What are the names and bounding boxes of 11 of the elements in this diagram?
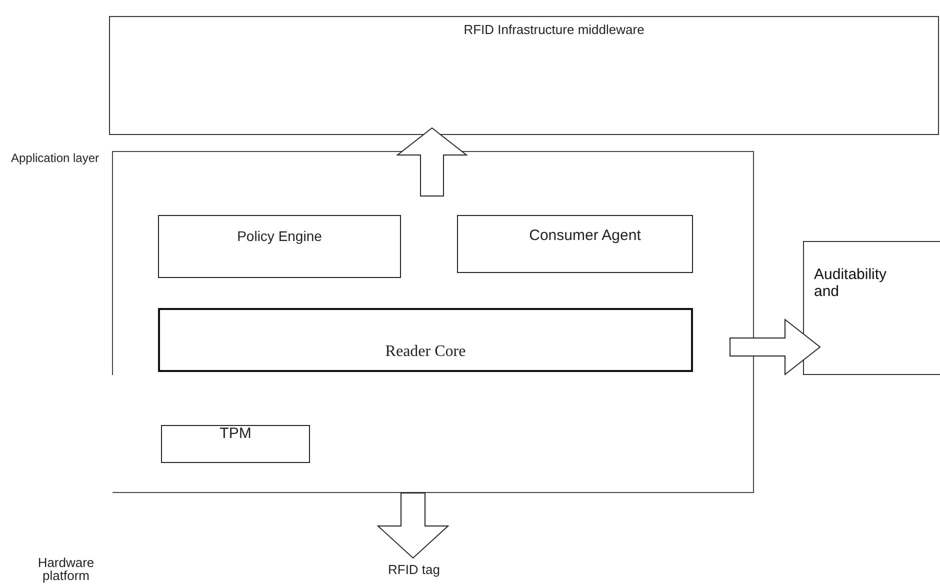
block-arrow [730,318,821,376]
layer-label: Hardware platform [36,556,96,582]
audit-box: Auditability and [803,241,940,375]
module-box: TPM [161,425,310,463]
middleware-box: RFID Infrastructure middleware [109,16,939,135]
block-arrow [396,127,468,196]
component-box: Consumer Agent [457,215,693,273]
component-box: Policy Engine [158,215,401,278]
layer-heading: Application layer [10,152,100,165]
block-arrow [376,492,450,559]
core-box: Reader Core [158,308,693,372]
